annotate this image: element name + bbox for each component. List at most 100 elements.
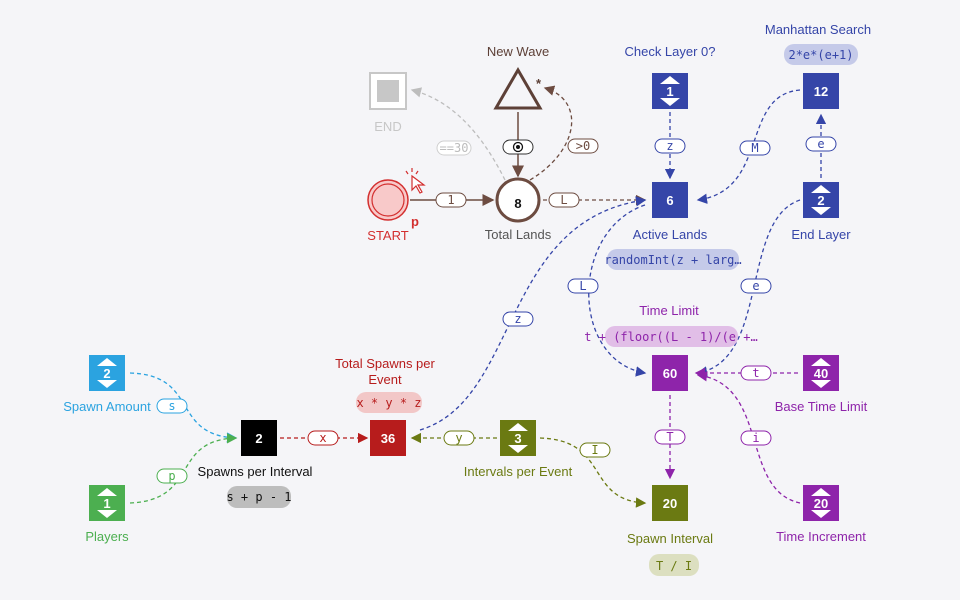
- node-end[interactable]: END: [369, 72, 407, 134]
- node-end-layer[interactable]: 2 End Layer: [791, 182, 851, 242]
- node-total-spawns[interactable]: Total Spawns per Event x * y * z 36: [335, 356, 436, 456]
- svg-text:End Layer: End Layer: [791, 227, 851, 242]
- asterisk-icon: *: [536, 76, 542, 91]
- svg-text:e: e: [752, 279, 759, 293]
- svg-text:Spawn Amount: Spawn Amount: [63, 399, 151, 414]
- svg-text:8: 8: [514, 196, 521, 211]
- svg-text:Active Lands: Active Lands: [633, 227, 708, 242]
- svg-text:END: END: [374, 119, 401, 134]
- svg-text:x: x: [319, 431, 326, 445]
- svg-text:p: p: [411, 214, 419, 229]
- edge-players-spi: [129, 433, 238, 504]
- edge-label-active-time: L: [567, 278, 599, 294]
- svg-text:L: L: [579, 279, 586, 293]
- svg-text:T: T: [666, 430, 673, 444]
- edge-label-base-time: t: [740, 365, 772, 381]
- svg-text:36: 36: [381, 431, 395, 446]
- svg-text:i: i: [752, 431, 759, 445]
- edge-label-total-newwave: >0: [567, 138, 599, 154]
- svg-text:2: 2: [817, 193, 824, 208]
- svg-text:2*e*(e+1): 2*e*(e+1): [788, 48, 853, 62]
- edge-label-amount-spi: s: [156, 398, 188, 414]
- node-time-increment[interactable]: 20 Time Increment: [776, 485, 866, 544]
- edge-active-time: [588, 204, 647, 377]
- svg-text:e: e: [817, 137, 824, 151]
- triangle-icon: [493, 67, 543, 110]
- svg-text:2: 2: [255, 431, 262, 446]
- svg-text:6: 6: [666, 193, 673, 208]
- svg-text:T / I: T / I: [656, 559, 692, 573]
- node-manhattan-search[interactable]: Manhattan Search 2*e*(e+1) 12: [765, 22, 871, 109]
- edge-label-manhattan-active: M: [739, 140, 771, 156]
- svg-text:Total Spawns per: Total Spawns per: [335, 356, 435, 371]
- edge-label-endlayer-time: e: [740, 278, 772, 294]
- svg-text:L: L: [560, 193, 567, 207]
- edge-total-active-z: [419, 196, 647, 431]
- svg-text:s: s: [168, 399, 175, 413]
- svg-text:t: t: [752, 366, 759, 380]
- edge-manhattan-active: [696, 89, 801, 204]
- svg-text:s + p - 1: s + p - 1: [226, 490, 291, 504]
- node-check-layer[interactable]: Check Layer 0? 1: [624, 44, 716, 109]
- node-time-limit[interactable]: Time Limit t + (floor((L - 1)/(e +… 60: [584, 303, 758, 391]
- svg-text:p: p: [168, 469, 175, 483]
- edges: [129, 85, 827, 508]
- node-start[interactable]: START p: [367, 168, 426, 243]
- svg-text:Check Layer 0?: Check Layer 0?: [624, 44, 715, 59]
- edge-label-total-end: ==30: [436, 140, 472, 156]
- svg-text:>0: >0: [576, 139, 590, 153]
- svg-text:Spawn Interval: Spawn Interval: [627, 531, 713, 546]
- node-spawn-amount[interactable]: 2 Spawn Amount: [63, 355, 151, 414]
- svg-text:Time Limit: Time Limit: [639, 303, 699, 318]
- edge-label-spi-total: x: [307, 430, 339, 446]
- edge-endlayer-time: [696, 199, 801, 377]
- node-total-lands[interactable]: 8 Total Lands: [485, 177, 552, 242]
- edge-labels: 1 ==30 >0 L z M e e L t i T I y z x s p: [156, 136, 837, 484]
- svg-text:randomInt(z + larg…: randomInt(z + larg…: [604, 253, 741, 267]
- svg-text:Spawns per Interval: Spawns per Interval: [198, 464, 313, 479]
- edge-label-check-active: z: [654, 138, 686, 154]
- node-spawns-per-interval[interactable]: 2 Spawns per Interval s + p - 1: [198, 420, 313, 508]
- svg-text:1: 1: [103, 496, 110, 511]
- edge-intervals-spawninterval: [539, 437, 647, 508]
- edge-label-total-active: L: [548, 192, 580, 208]
- svg-text:New Wave: New Wave: [487, 44, 549, 59]
- svg-text:Event: Event: [368, 372, 402, 387]
- edge-label-total-active-z: z: [502, 311, 534, 327]
- svg-text:20: 20: [814, 496, 828, 511]
- cursor-icon: [405, 168, 426, 194]
- svg-text:x * y * z: x * y * z: [356, 396, 421, 410]
- svg-text:I: I: [591, 443, 598, 457]
- svg-text:3: 3: [514, 431, 521, 446]
- node-spawn-interval[interactable]: 20 Spawn Interval T / I: [627, 485, 713, 576]
- svg-text:Base Time Limit: Base Time Limit: [775, 399, 868, 414]
- svg-text:M: M: [751, 141, 758, 155]
- node-new-wave[interactable]: New Wave *: [487, 44, 549, 110]
- svg-text:y: y: [455, 431, 462, 445]
- node-intervals-per-event[interactable]: 3 Intervals per Event: [464, 420, 573, 479]
- svg-text:1: 1: [666, 84, 673, 99]
- edge-label-intervals-total: y: [443, 430, 475, 446]
- svg-text:60: 60: [663, 366, 677, 381]
- svg-text:Players: Players: [85, 529, 129, 544]
- edge-total-end: [410, 87, 506, 181]
- svg-text:12: 12: [814, 84, 828, 99]
- svg-text:Manhattan Search: Manhattan Search: [765, 22, 871, 37]
- svg-text:Time Increment: Time Increment: [776, 529, 866, 544]
- svg-text:z: z: [666, 139, 673, 153]
- svg-text:40: 40: [814, 366, 828, 381]
- node-base-time-limit[interactable]: 40 Base Time Limit: [775, 355, 868, 414]
- edge-total-newwave: [529, 85, 573, 181]
- edge-label-endlayer-manhattan: e: [805, 136, 837, 152]
- edge-label-start-total: 1: [435, 192, 467, 208]
- svg-text:z: z: [514, 312, 521, 326]
- svg-text:START: START: [367, 228, 408, 243]
- svg-text:20: 20: [663, 496, 677, 511]
- svg-text:Intervals per Event: Intervals per Event: [464, 464, 573, 479]
- node-active-lands[interactable]: 6 Active Lands randomInt(z + larg…: [604, 182, 742, 270]
- svg-text:==30: ==30: [440, 141, 469, 155]
- edge-label-intervals-spawninterval: I: [579, 442, 611, 458]
- node-players[interactable]: 1 Players: [85, 485, 129, 544]
